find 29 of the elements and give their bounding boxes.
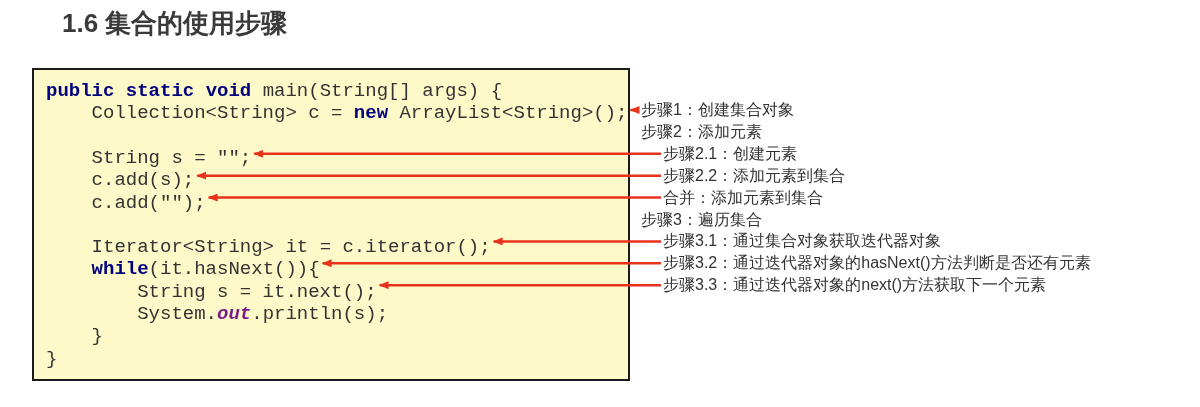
arrow [321,259,661,268]
code-panel [32,68,630,381]
code-line: c.add(s); [91,169,195,192]
slide-title: 1.6 集合的使用步骤 [62,7,288,40]
step-text: 步骤1：创建集合对象 [641,100,794,120]
code-line: Collection<String> c = new ArrayList<String>(); [91,102,628,125]
arrow [207,193,661,202]
arrow [196,171,661,180]
step-text: 步骤2.2：添加元素到集合 [663,165,846,186]
code-line: Iterator<String> it = c.iterator(); [91,236,491,259]
step-text: 步骤2.1：创建元素 [663,143,798,164]
step-text: 步骤3.3：通过迭代器对象的next()方法获取下一个元素 [663,275,1047,296]
step-text: 步骤2：添加元素 [641,121,762,142]
code-line: while(it.hasNext()){ [91,258,320,281]
arrow [253,149,661,158]
code-line: String s = it.next(); [137,280,377,303]
code-line: c.add(""); [91,191,206,214]
arrow [378,281,661,290]
code-line: } [46,347,58,370]
code-line: String s = ""; [91,146,252,169]
arrow [629,106,640,114]
arrow [492,237,661,246]
code-line: System.out.println(s); [137,303,389,325]
code-line: } [91,325,103,348]
step-text: 合并：添加元素到集合 [663,187,823,208]
step-text: 步骤3.2：通过迭代器对象的hasNext()方法判断是否还有元素 [663,253,1091,274]
code-line: public static void main(String[] args) { [46,80,503,102]
step-text: 步骤3.1：通过集合对象获取迭代器对象 [663,231,942,252]
step-text: 步骤3：遍历集合 [641,209,762,230]
